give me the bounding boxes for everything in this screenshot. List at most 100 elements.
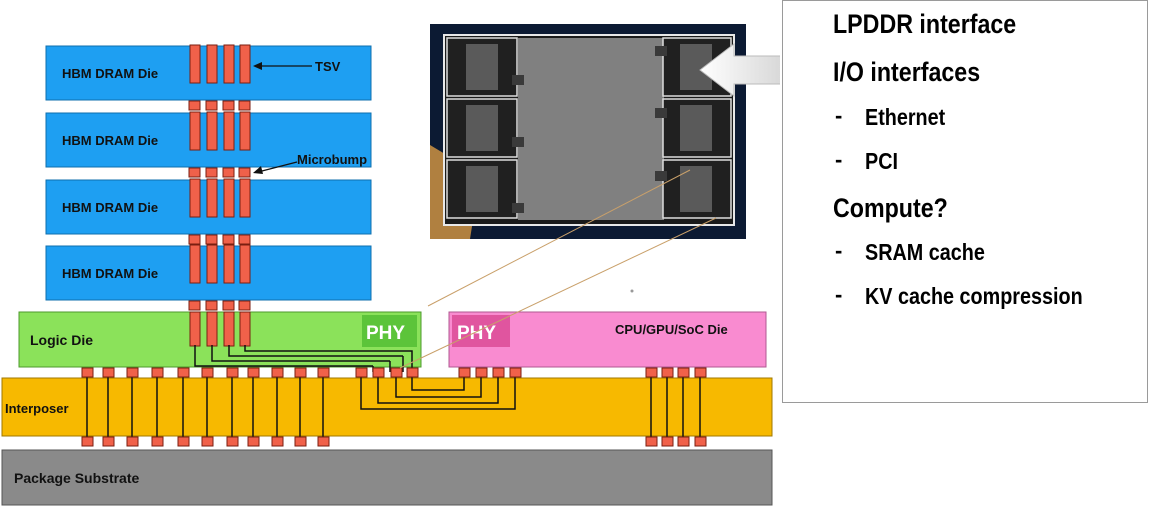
microbump: [201, 367, 214, 378]
microbump: [294, 367, 307, 378]
logic-die-photo: [430, 24, 746, 239]
logic-phy-label: PHY: [366, 323, 405, 344]
tsv: [189, 44, 201, 84]
microbump: [271, 367, 284, 378]
microbump: [509, 367, 522, 378]
note-subitem: SRAM cache: [865, 239, 985, 265]
microbump: [694, 367, 707, 378]
microbump: [492, 367, 505, 378]
microbump: [390, 367, 403, 378]
tsv: [239, 111, 251, 151]
microbump: [188, 234, 201, 245]
c4-bump: [271, 436, 284, 447]
photo-leader-line: [399, 217, 717, 369]
microbump: [222, 234, 235, 245]
microbump: [238, 234, 251, 245]
note-subitem: PCI: [865, 148, 898, 174]
microbump: [151, 367, 164, 378]
bullet-dash: -: [835, 147, 843, 172]
tsv: [239, 244, 251, 284]
logic-phy-block: [362, 315, 417, 347]
tsv-label: TSV: [315, 59, 341, 74]
hbm-die-label: HBM DRAM Die: [62, 200, 158, 215]
tsv: [239, 178, 251, 218]
c4-bump: [177, 436, 190, 447]
soc-label: CPU/GPU/SoC Die: [615, 322, 728, 337]
note-subitem: Ethernet: [865, 104, 946, 130]
microbump: [238, 300, 251, 311]
microbump-label: Microbump: [297, 152, 367, 167]
microbump: [81, 367, 94, 378]
tsv: [223, 244, 235, 284]
microbump: [317, 367, 330, 378]
microbump: [661, 367, 674, 378]
microbump: [677, 367, 690, 378]
pointer-arrow-icon: [699, 42, 780, 98]
interposer-phy-routing: [360, 372, 516, 410]
c4-bump: [201, 436, 214, 447]
bullet-dash: -: [835, 282, 843, 307]
tsv: [189, 178, 201, 218]
microbump: [222, 167, 235, 178]
tsv: [223, 44, 235, 84]
microbump: [355, 367, 368, 378]
interposer: [1, 377, 773, 437]
tsv: [223, 311, 235, 347]
tsv: [206, 244, 218, 284]
c4-bump: [294, 436, 307, 447]
microbump: [205, 300, 218, 311]
microbump-rows: [81, 367, 707, 447]
microbump-callout-line: [257, 161, 298, 173]
note-heading: LPDDR interface: [833, 9, 1017, 39]
tsv: [223, 111, 235, 151]
package-substrate: [1, 449, 773, 506]
photo-leader-line: [427, 169, 691, 307]
logic-die: [18, 311, 422, 368]
microbump: [222, 300, 235, 311]
microbump: [126, 367, 139, 378]
microbump: [247, 367, 260, 378]
hbm-die-label: HBM DRAM Die: [62, 133, 158, 148]
soc-phy-label: PHY: [457, 323, 496, 344]
microbump-callout-arrowhead: [253, 166, 263, 174]
c4-bump: [226, 436, 239, 447]
microbump: [205, 100, 218, 111]
c4-bump: [317, 436, 330, 447]
microbump: [458, 367, 471, 378]
tsv: [239, 311, 251, 347]
hbm-die-label: HBM DRAM Die: [62, 266, 158, 281]
tsv: [223, 178, 235, 218]
logic-phy-wiring: [194, 345, 413, 372]
microbump: [406, 367, 419, 378]
bullet-dash: -: [835, 103, 843, 128]
hbm-package-diagram: Package Substrate Interposer Logic Die P…: [1, 24, 780, 506]
c4-bump: [102, 436, 115, 447]
tsv: [239, 44, 251, 84]
microbump: [188, 167, 201, 178]
microbump: [205, 167, 218, 178]
microbump: [205, 234, 218, 245]
c4-bump: [645, 436, 658, 447]
c4-bump: [151, 436, 164, 447]
c4-bump: [247, 436, 260, 447]
tsv: [206, 311, 218, 347]
note-subitem: KV cache compression: [865, 283, 1083, 309]
microbump: [475, 367, 488, 378]
tsv: [189, 244, 201, 284]
microbump: [188, 100, 201, 111]
microbump: [645, 367, 658, 378]
hbm-die-label: HBM DRAM Die: [62, 66, 158, 81]
microbump: [102, 367, 115, 378]
note-heading: Compute?: [833, 193, 948, 223]
tsv: [206, 178, 218, 218]
c4-bump: [81, 436, 94, 447]
stray-dot: [630, 289, 634, 293]
c4-bump: [677, 436, 690, 447]
microbump: [188, 300, 201, 311]
microbump: [226, 367, 239, 378]
note-heading: I/O interfaces: [833, 57, 981, 87]
microbump: [222, 100, 235, 111]
microbump: [238, 167, 251, 178]
